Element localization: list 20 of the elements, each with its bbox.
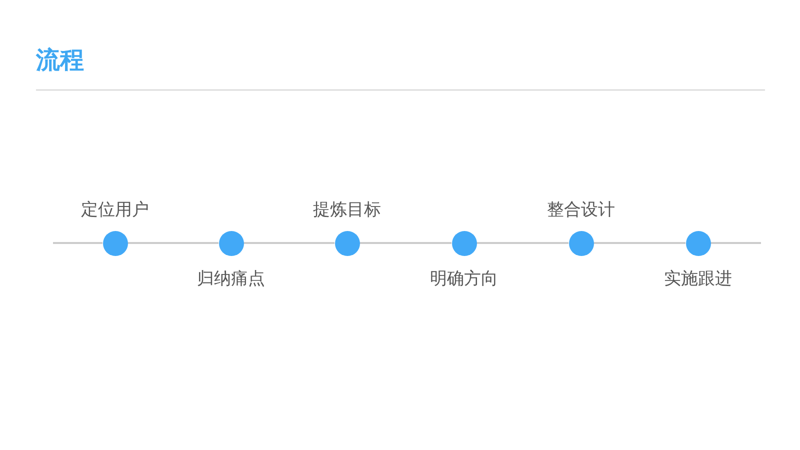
connector-line (360, 242, 452, 244)
step-label: 整合设计 (546, 199, 616, 221)
connector-line (244, 242, 334, 244)
step-circle (334, 230, 360, 256)
step-label: 提炼目标 (312, 199, 382, 221)
step-circle (568, 230, 594, 256)
step-label: 明确方向 (429, 268, 499, 290)
step-label: 实施跟进 (663, 268, 733, 290)
step-label: 归纳痛点 (196, 268, 266, 290)
step-label: 定位用户 (80, 199, 150, 221)
connector-line (128, 242, 218, 244)
connector-line (476, 242, 568, 244)
title: 流程 (36, 45, 84, 76)
step-circle (452, 230, 476, 256)
step-circle (102, 230, 128, 256)
connector-line (710, 242, 761, 244)
step-circle (686, 230, 710, 256)
step-circle (218, 230, 244, 256)
connector-line (594, 242, 686, 244)
connector-line (53, 242, 102, 244)
